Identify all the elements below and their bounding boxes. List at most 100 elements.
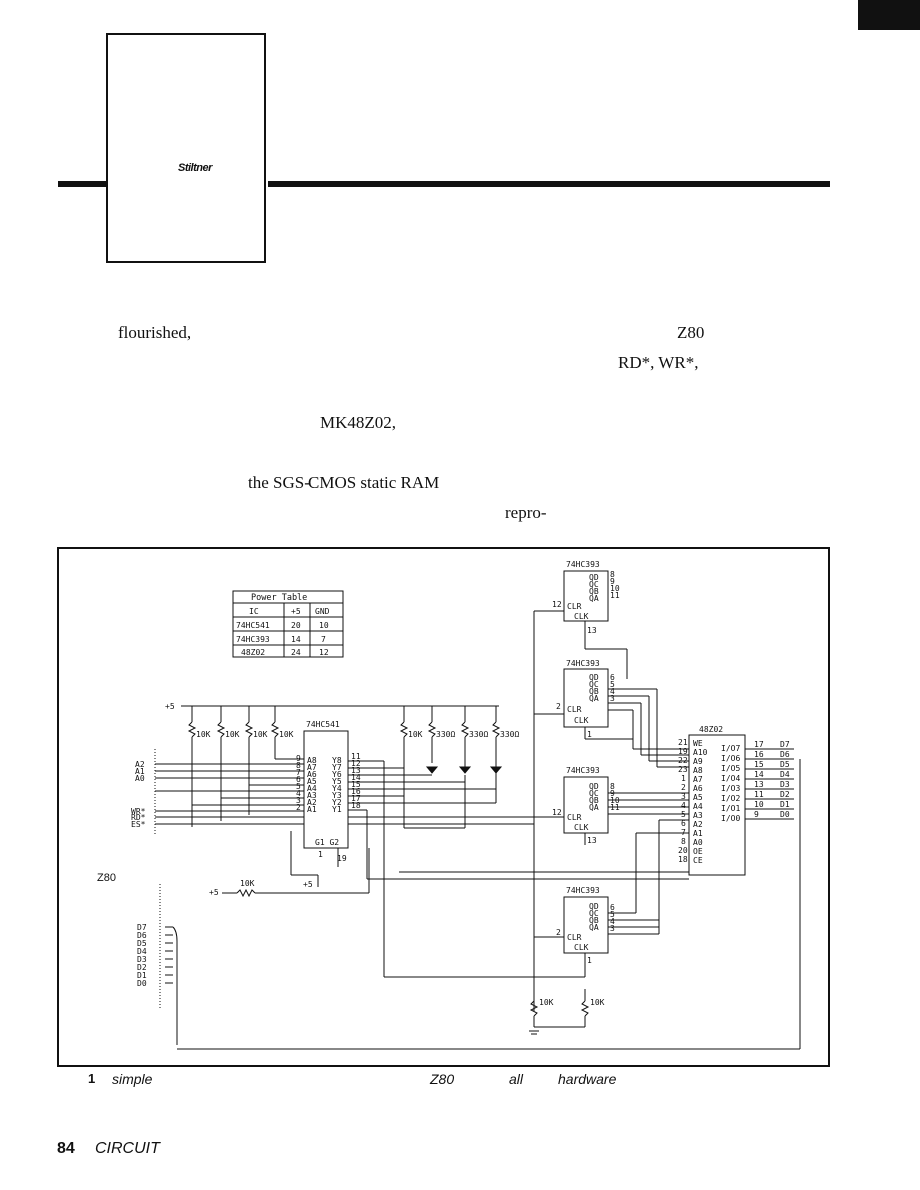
svg-text:9: 9 <box>610 577 615 586</box>
svg-text:Y3: Y3 <box>332 791 342 800</box>
svg-text:12: 12 <box>552 600 562 609</box>
svg-text:6: 6 <box>296 775 301 784</box>
svg-text:13: 13 <box>587 836 597 845</box>
svg-text:1: 1 <box>587 956 592 965</box>
svg-text:2: 2 <box>681 783 686 792</box>
svg-text:D4: D4 <box>780 770 790 779</box>
svg-text:ES*: ES* <box>131 820 146 829</box>
power-table-text: Power Table IC +5 GND 74HC541 20 10 74HC… <box>236 593 330 657</box>
body-fragment: Z80 <box>677 323 705 342</box>
svg-text:D1: D1 <box>780 800 790 809</box>
magazine-name: CIRCUIT <box>95 1140 160 1157</box>
svg-text:17: 17 <box>351 794 361 803</box>
svg-text:5: 5 <box>610 910 615 919</box>
table-cell: 12 <box>319 648 329 657</box>
svg-text:D7: D7 <box>137 923 147 932</box>
figure-caption-number: 1 <box>88 1071 96 1086</box>
svg-text:5: 5 <box>296 782 301 791</box>
svg-text:CLK: CLK <box>574 716 589 725</box>
svg-text:5: 5 <box>610 680 615 689</box>
svg-text:4: 4 <box>610 687 615 696</box>
svg-text:QC: QC <box>589 580 599 589</box>
svg-text:QA: QA <box>589 803 599 812</box>
svg-text:CLR: CLR <box>567 813 582 822</box>
body-fragment: the SGS- <box>248 473 310 492</box>
resistor-label: 330Ω <box>436 730 455 739</box>
svg-text:10K: 10K <box>240 879 255 888</box>
svg-text:D3: D3 <box>780 780 790 789</box>
svg-text:D6: D6 <box>137 931 147 940</box>
svg-text:7: 7 <box>296 768 301 777</box>
svg-text:D0: D0 <box>780 810 790 819</box>
svg-text:4: 4 <box>610 917 615 926</box>
resistor-label: 10K <box>253 730 268 739</box>
svg-text:11: 11 <box>610 803 620 812</box>
body-fragment: repro- <box>505 503 547 522</box>
svg-text:QB: QB <box>589 587 599 596</box>
svg-text:QA: QA <box>589 923 599 932</box>
svg-text:15: 15 <box>351 780 361 789</box>
schematic-svg: Power Table IC +5 GND 74HC541 20 10 74HC… <box>97 560 801 1050</box>
svg-text:10K: 10K <box>539 998 554 1007</box>
svg-text:Y8: Y8 <box>332 756 342 765</box>
svg-text:D0: D0 <box>137 979 147 988</box>
svg-text:I/O6: I/O6 <box>721 754 740 763</box>
resistor-label: 330Ω <box>500 730 519 739</box>
svg-text:14: 14 <box>754 770 764 779</box>
svg-text:8: 8 <box>681 837 686 846</box>
svg-text:10: 10 <box>754 800 764 809</box>
svg-text:D5: D5 <box>137 939 147 948</box>
svg-text:A8: A8 <box>693 766 703 775</box>
svg-text:2: 2 <box>556 928 561 937</box>
svg-text:I/O1: I/O1 <box>721 804 740 813</box>
svg-text:3: 3 <box>681 792 686 801</box>
svg-text:QD: QD <box>589 573 599 582</box>
resistor-label: 10K <box>196 730 211 739</box>
svg-text:CLR: CLR <box>567 705 582 714</box>
resistor-label: 330Ω <box>469 730 488 739</box>
svg-text:11: 11 <box>610 591 620 600</box>
figure-caption-word: hardware <box>558 1071 617 1087</box>
resistor-label: 10K <box>408 730 423 739</box>
svg-text:1: 1 <box>587 730 592 739</box>
svg-text:A3: A3 <box>693 811 703 820</box>
body-fragment: MK48Z02, <box>320 413 397 432</box>
svg-text:QD: QD <box>589 782 599 791</box>
svg-text:QA: QA <box>589 594 599 603</box>
ram-chip-48z02 <box>688 734 746 876</box>
svg-text:D3: D3 <box>137 955 147 964</box>
svg-text:A10: A10 <box>693 748 708 757</box>
svg-text:10: 10 <box>610 796 620 805</box>
svg-text:A1: A1 <box>135 767 145 776</box>
z80-signal-labels: A2 A1 A0 WR* RD* ES* Z80 +5 10K +5 D7 D6… <box>97 760 313 988</box>
svg-text:Y1: Y1 <box>332 805 342 814</box>
figure-caption-word: all <box>509 1071 524 1087</box>
svg-text:16: 16 <box>754 750 764 759</box>
svg-text:+5: +5 <box>209 888 219 897</box>
svg-text:6: 6 <box>681 819 686 828</box>
svg-text:A2: A2 <box>307 798 317 807</box>
svg-text:D6: D6 <box>780 750 790 759</box>
svg-text:3: 3 <box>610 924 615 933</box>
svg-text:9: 9 <box>296 754 301 763</box>
svg-text:A2: A2 <box>693 820 703 829</box>
page-number: 84 <box>57 1140 75 1157</box>
table-header: +5 <box>291 607 301 616</box>
svg-text:CLK: CLK <box>574 943 589 952</box>
svg-text:1: 1 <box>318 850 323 859</box>
svg-text:5: 5 <box>681 810 686 819</box>
svg-text:D1: D1 <box>137 971 147 980</box>
svg-text:11: 11 <box>754 790 764 799</box>
svg-text:A1: A1 <box>307 805 317 814</box>
svg-text:QA: QA <box>589 694 599 703</box>
svg-text:Y4: Y4 <box>332 784 342 793</box>
body-fragment: flourished, <box>118 323 192 342</box>
counter-chip-3 <box>563 776 609 834</box>
svg-text:1: 1 <box>681 774 686 783</box>
svg-text:14: 14 <box>351 773 361 782</box>
svg-text:QB: QB <box>589 796 599 805</box>
svg-text:A0: A0 <box>135 774 145 783</box>
svg-text:CLK: CLK <box>574 823 589 832</box>
counter-labels: 74HC393 QD QC QB QA CLR CLK 8 9 10 11 12… <box>539 560 620 1007</box>
buffer-pin-labels: A8 A7 A6 A5 A4 A3 A2 A1 9 8 7 6 5 4 3 2 … <box>296 752 361 863</box>
